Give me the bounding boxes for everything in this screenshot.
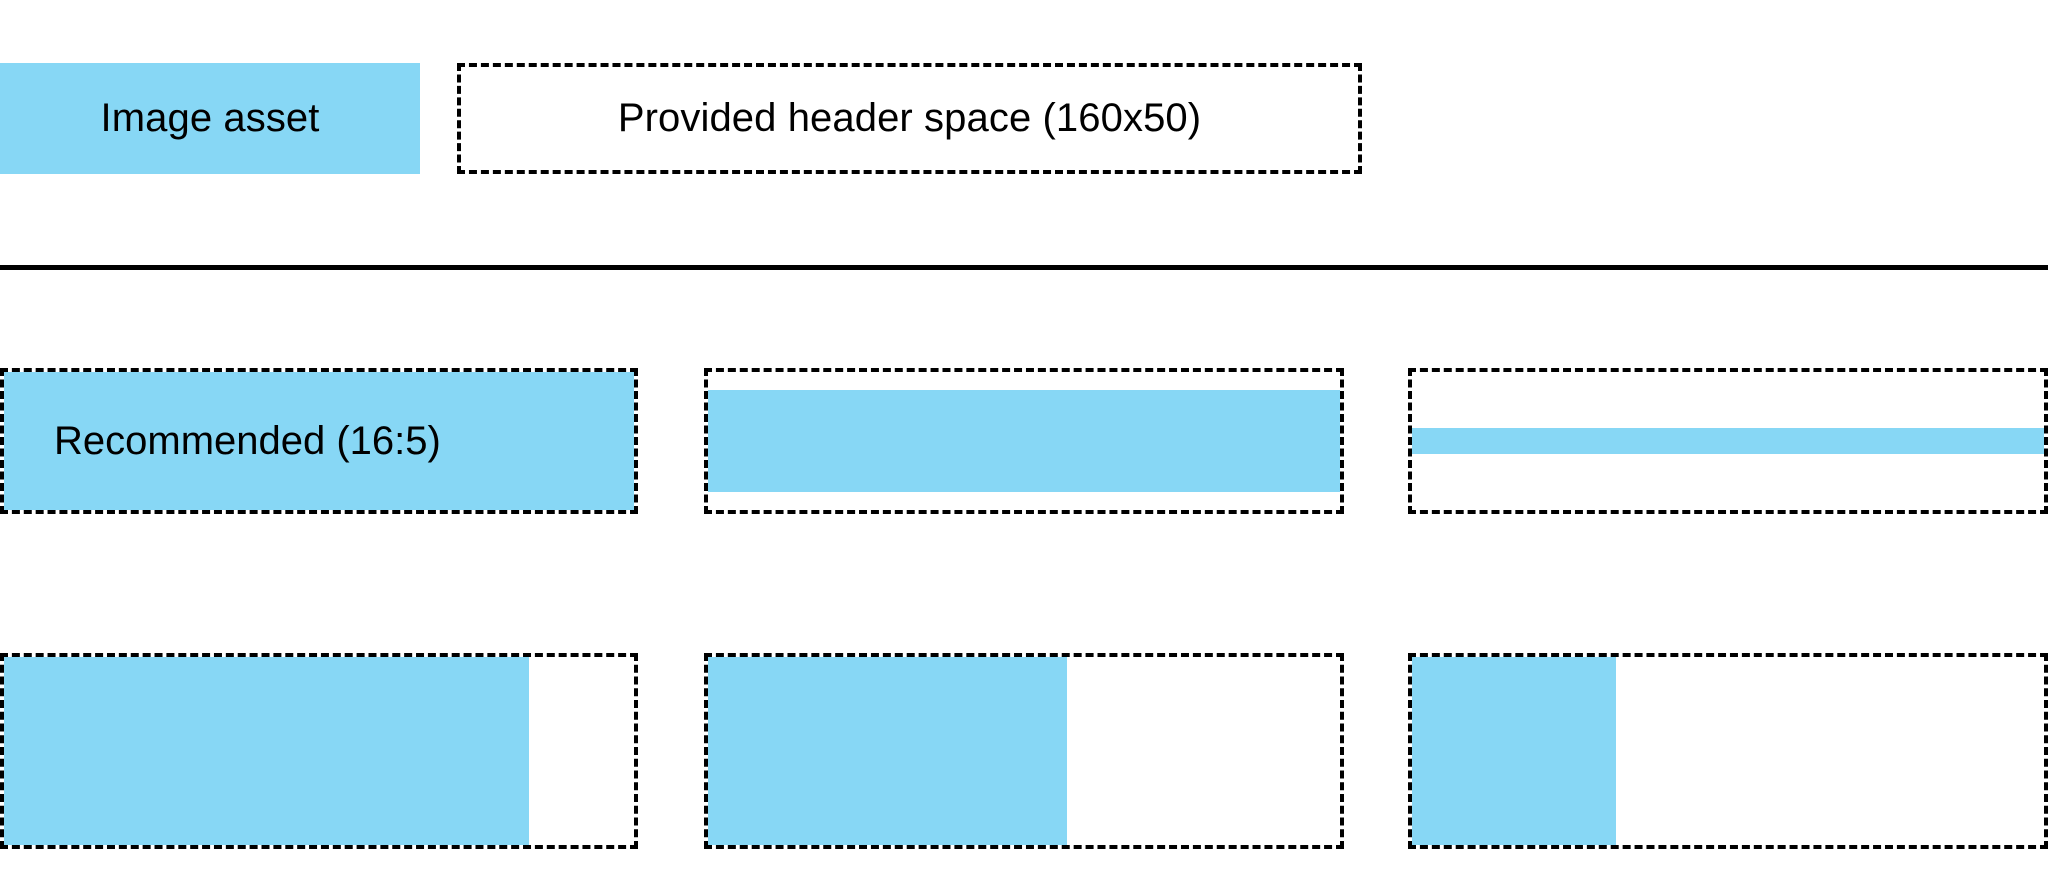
header-legend-band: Image asset Provided header space (160x5… <box>0 0 2048 267</box>
ratio-cell-fill <box>4 372 634 510</box>
ratio-cell-narrow-2 <box>704 653 1344 849</box>
provided-header-space-outline <box>457 63 1362 174</box>
ratio-cell-wide-3 <box>1408 368 2048 514</box>
provided-header-space-label: Provided header space (160x50) <box>617 96 1202 140</box>
ratio-cell-label-recommended: Recommended (16:5) <box>54 418 441 463</box>
ratio-cell-fill <box>4 657 529 845</box>
ratio-cell-fill <box>1412 428 2044 454</box>
ratio-cell-fill <box>708 390 1340 492</box>
ratio-cell-wide-2 <box>704 368 1344 514</box>
section-divider <box>0 265 2048 270</box>
image-asset-legend-label: Image asset <box>100 96 320 140</box>
ratio-cell-fill <box>1412 657 1616 845</box>
ratio-cell-narrow-3 <box>1408 653 2048 849</box>
image-asset-swatch <box>0 63 420 174</box>
ratio-cell-recommended: Recommended (16:5) <box>0 368 638 514</box>
ratio-cell-fill <box>708 657 1067 845</box>
ratio-cell-narrow-1 <box>0 653 638 849</box>
